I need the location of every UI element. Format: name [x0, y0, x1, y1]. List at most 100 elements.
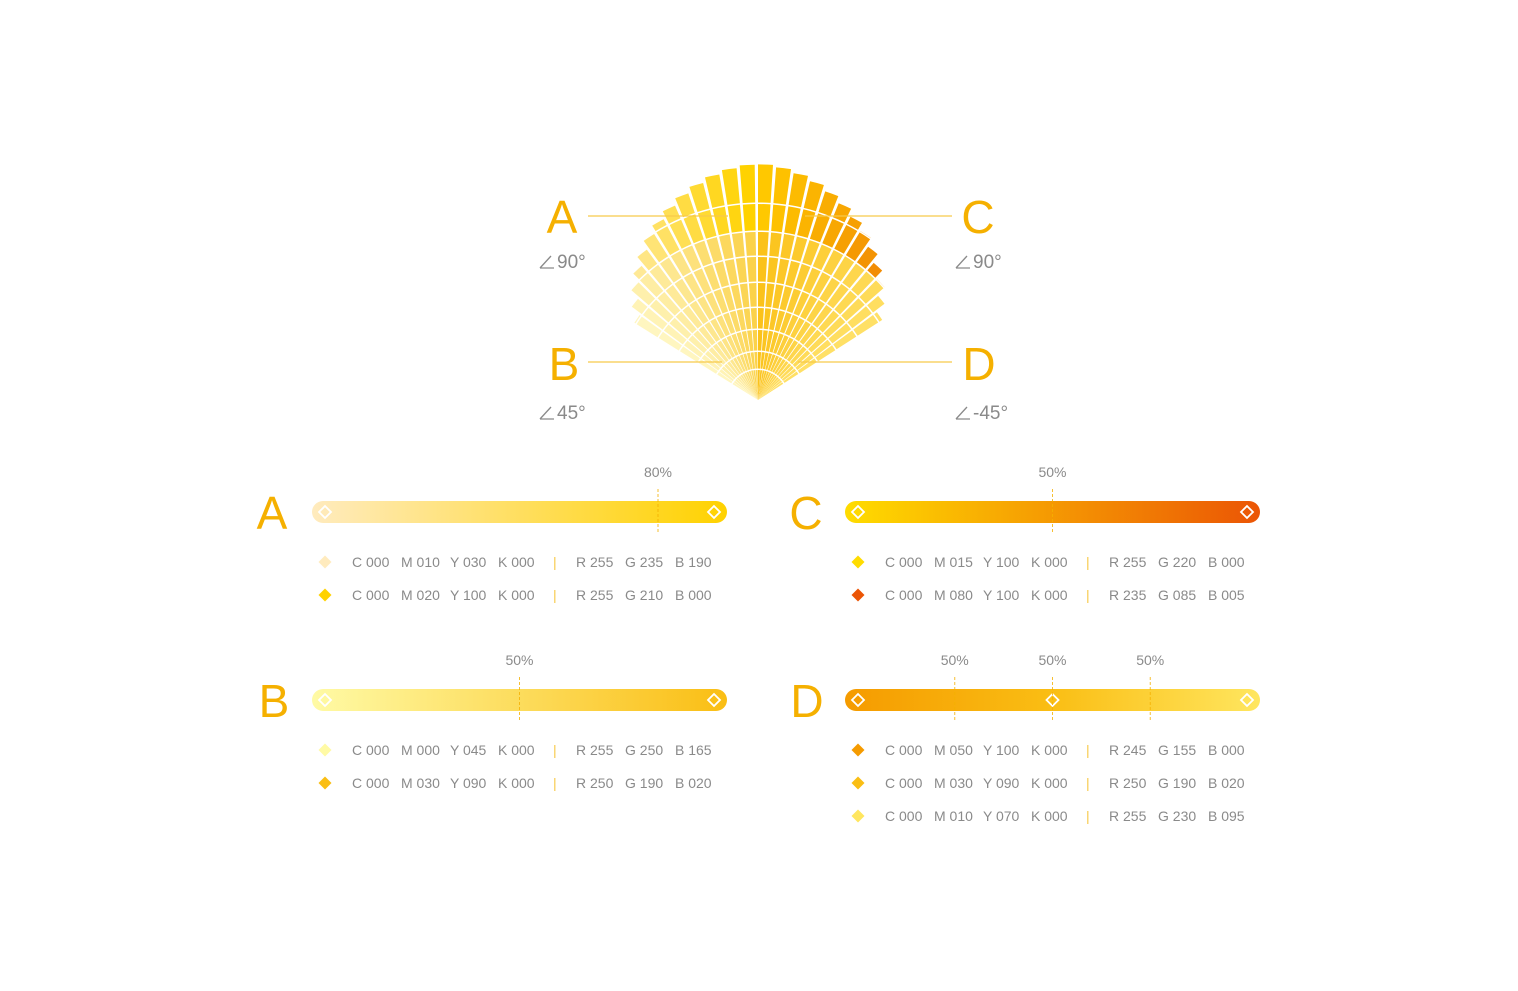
fan-blade-left: [731, 333, 743, 355]
fan-blade-left: [719, 369, 734, 382]
fan-blade-left: [717, 372, 733, 384]
fan-blade-left: [693, 330, 712, 350]
midpoint-marker-label: 80%: [644, 464, 672, 480]
angle-icon: [539, 406, 554, 420]
fan-angle-d: -45°: [973, 403, 1008, 424]
fan-blade-left: [750, 308, 757, 329]
fan-blade-right: [772, 284, 784, 309]
fan-blade-right: [859, 280, 884, 304]
fan-angle-c: 90°: [973, 252, 1002, 273]
fan-blade-right: [758, 373, 774, 400]
rgb-value: G 190: [625, 775, 663, 791]
fan-blade-right: [786, 288, 801, 313]
fan-blade-left: [712, 343, 729, 363]
fan-illustration: [631, 164, 885, 400]
fan-blade-right: [832, 256, 855, 282]
fan-blade-left: [631, 282, 656, 306]
value-separator: |: [553, 742, 557, 758]
fan-blade-left: [656, 226, 680, 256]
cmyk-value: C 000: [352, 742, 390, 758]
fan-blade-right: [771, 204, 786, 233]
color-swatch-diamond-icon: [851, 809, 865, 823]
rgb-value: R 255: [1109, 554, 1147, 570]
cmyk-value: K 000: [1031, 742, 1068, 758]
fan-blade-left: [730, 284, 743, 309]
fan-blade-left: [658, 331, 682, 351]
fan-blade-left: [683, 214, 704, 244]
cmyk-value: M 010: [401, 554, 440, 570]
fan-leader-lines: [588, 215, 952, 363]
fan-blade-right: [847, 306, 872, 329]
fan-blade-right: [758, 352, 762, 369]
color-swatch-diamond-icon: [851, 588, 865, 602]
midpoint-marker-label: 50%: [1038, 464, 1066, 480]
fan-blade-left: [741, 331, 750, 352]
fan-blade-left: [704, 322, 721, 342]
fan-blade-right: [834, 225, 858, 254]
fan-blade-right: [769, 331, 779, 353]
fan-blade-right: [758, 382, 784, 400]
fan-blade-right: [877, 279, 885, 288]
rgb-value: R 250: [576, 775, 614, 791]
fan-blade-right: [874, 312, 883, 322]
rgb-value: B 190: [675, 554, 712, 570]
fan-blade-left: [736, 377, 758, 400]
fan-blade-left: [683, 273, 704, 299]
fan-blade-left: [740, 374, 758, 400]
stop-diamond-end-icon: [706, 504, 722, 520]
value-separator: |: [553, 775, 557, 791]
fan-blade-left: [750, 352, 756, 369]
fan-blade-right: [828, 323, 852, 344]
fan-blade-right: [758, 377, 779, 400]
fan-blade-left: [697, 296, 715, 320]
fan-blade-left: [755, 370, 758, 400]
rgb-value: G 085: [1158, 587, 1196, 603]
fan-blade-right: [804, 329, 822, 349]
fan-label-b: B 45°: [539, 338, 586, 424]
fan-blade-right: [818, 191, 839, 217]
rgb-value: R 245: [1109, 742, 1147, 758]
fan-blade-right: [758, 257, 768, 282]
fan-blade-left: [727, 361, 740, 376]
fan-blade-right: [845, 232, 871, 261]
cmyk-value: Y 030: [450, 554, 487, 570]
rgb-value: G 235: [625, 554, 663, 570]
rgb-value: R 250: [1109, 775, 1147, 791]
fan-blade-left: [675, 193, 695, 218]
fan-blade-right: [781, 368, 797, 381]
fan-blade-right: [823, 316, 846, 338]
fan-blade-left: [634, 315, 641, 324]
fan-blade-left: [713, 289, 729, 314]
rgb-value: R 255: [576, 587, 614, 603]
cmyk-value: C 000: [352, 587, 390, 603]
stop-diamond-end-icon: [706, 692, 722, 708]
rgb-value: R 235: [1109, 587, 1147, 603]
fan-blade-left: [752, 330, 758, 351]
rgb-value: G 250: [625, 742, 663, 758]
fan-blade-left: [733, 357, 744, 374]
fan-blade-left: [744, 372, 758, 400]
color-swatch-diamond-icon: [318, 588, 332, 602]
fan-blade-right: [783, 340, 798, 360]
fan-blade-left: [731, 232, 745, 258]
midpoint-marker-label: 50%: [941, 652, 969, 668]
fan-blade-left: [735, 378, 758, 400]
angle-icon: [539, 255, 554, 269]
fan-blade-left: [722, 286, 736, 311]
color-swatch-diamond-icon: [318, 743, 332, 757]
fan-blade-left: [736, 332, 746, 353]
value-separator: |: [1086, 554, 1090, 570]
cmyk-value: Y 070: [983, 808, 1020, 824]
fan-blade-right: [791, 236, 808, 262]
fan-angle-a: 90°: [557, 252, 586, 273]
fan-blade-right: [774, 310, 785, 332]
cmyk-value: K 000: [1031, 775, 1068, 791]
fan-blade-right: [783, 371, 799, 383]
